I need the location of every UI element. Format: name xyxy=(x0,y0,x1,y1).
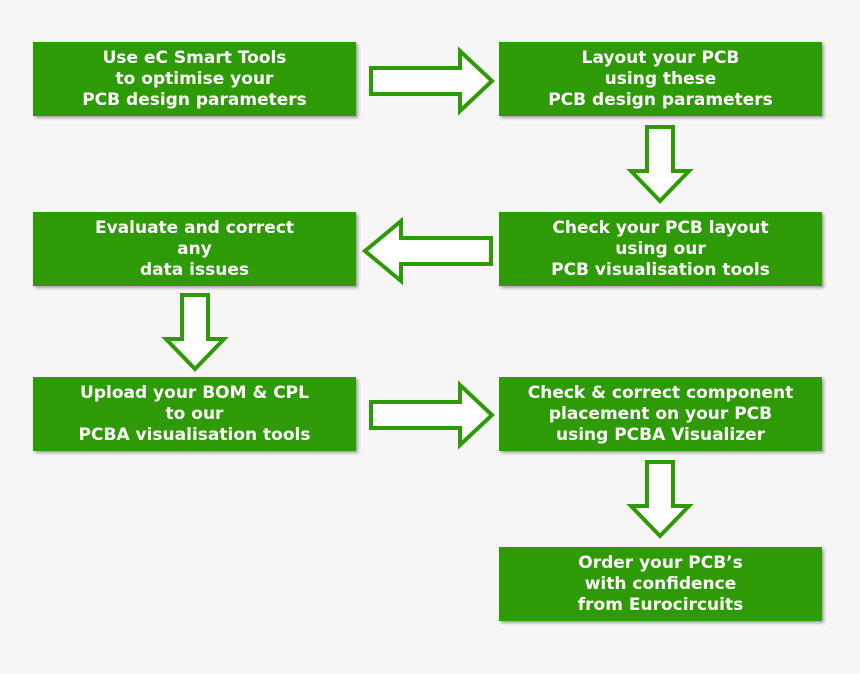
step-3-line-1: Check your PCB layout xyxy=(552,217,769,238)
step-4-box: Evaluate and correct any data issues xyxy=(33,212,356,286)
step-5-box: Upload your BOM & CPL to our PCBA visual… xyxy=(33,377,356,451)
step-4-line-3: data issues xyxy=(140,259,249,280)
arrow-right-icon xyxy=(369,380,495,450)
step-3-line-2: using our xyxy=(615,238,706,259)
step-5-line-2: to our xyxy=(165,403,224,424)
step-1-line-1: Use eC Smart Tools xyxy=(102,47,287,68)
step-1-line-2: to optimise your xyxy=(115,68,274,89)
step-2-box: Layout your PCB using these PCB design p… xyxy=(499,42,822,116)
arrow-down-icon xyxy=(626,125,694,204)
step-4-line-1: Evaluate and correct xyxy=(94,217,295,238)
step-2-line-3: PCB design parameters xyxy=(548,89,773,110)
step-6-line-3: using PCBA Visualizer xyxy=(555,424,766,445)
step-5-line-1: Upload your BOM & CPL xyxy=(80,382,309,403)
step-2-line-2: using these xyxy=(604,68,717,89)
step-3-line-3: PCB visualisation tools xyxy=(551,259,770,280)
step-7-line-1: Order your PCB’s xyxy=(578,552,743,573)
step-1-box: Use eC Smart Tools to optimise your PCB … xyxy=(33,42,356,116)
step-2-line-1: Layout your PCB xyxy=(581,47,740,68)
step-5-line-3: PCBA visualisation tools xyxy=(78,424,311,445)
step-7-line-3: from Eurocircuits xyxy=(577,594,744,615)
step-7-line-2: with confidence xyxy=(584,573,737,594)
step-7-box: Order your PCB’s with confidence from Eu… xyxy=(499,547,822,621)
arrow-down-icon xyxy=(626,460,694,539)
step-1-line-3: PCB design parameters xyxy=(82,89,307,110)
step-3-box: Check your PCB layout using our PCB visu… xyxy=(499,212,822,286)
arrow-down-icon xyxy=(161,293,229,372)
step-6-box: Check & correct component placement on y… xyxy=(499,377,822,451)
step-4-line-2: any xyxy=(177,238,212,259)
arrow-left-icon xyxy=(361,216,493,286)
step-6-line-2: placement on your PCB xyxy=(548,403,773,424)
step-6-line-1: Check & correct component xyxy=(527,382,794,403)
arrow-right-icon xyxy=(369,46,495,116)
